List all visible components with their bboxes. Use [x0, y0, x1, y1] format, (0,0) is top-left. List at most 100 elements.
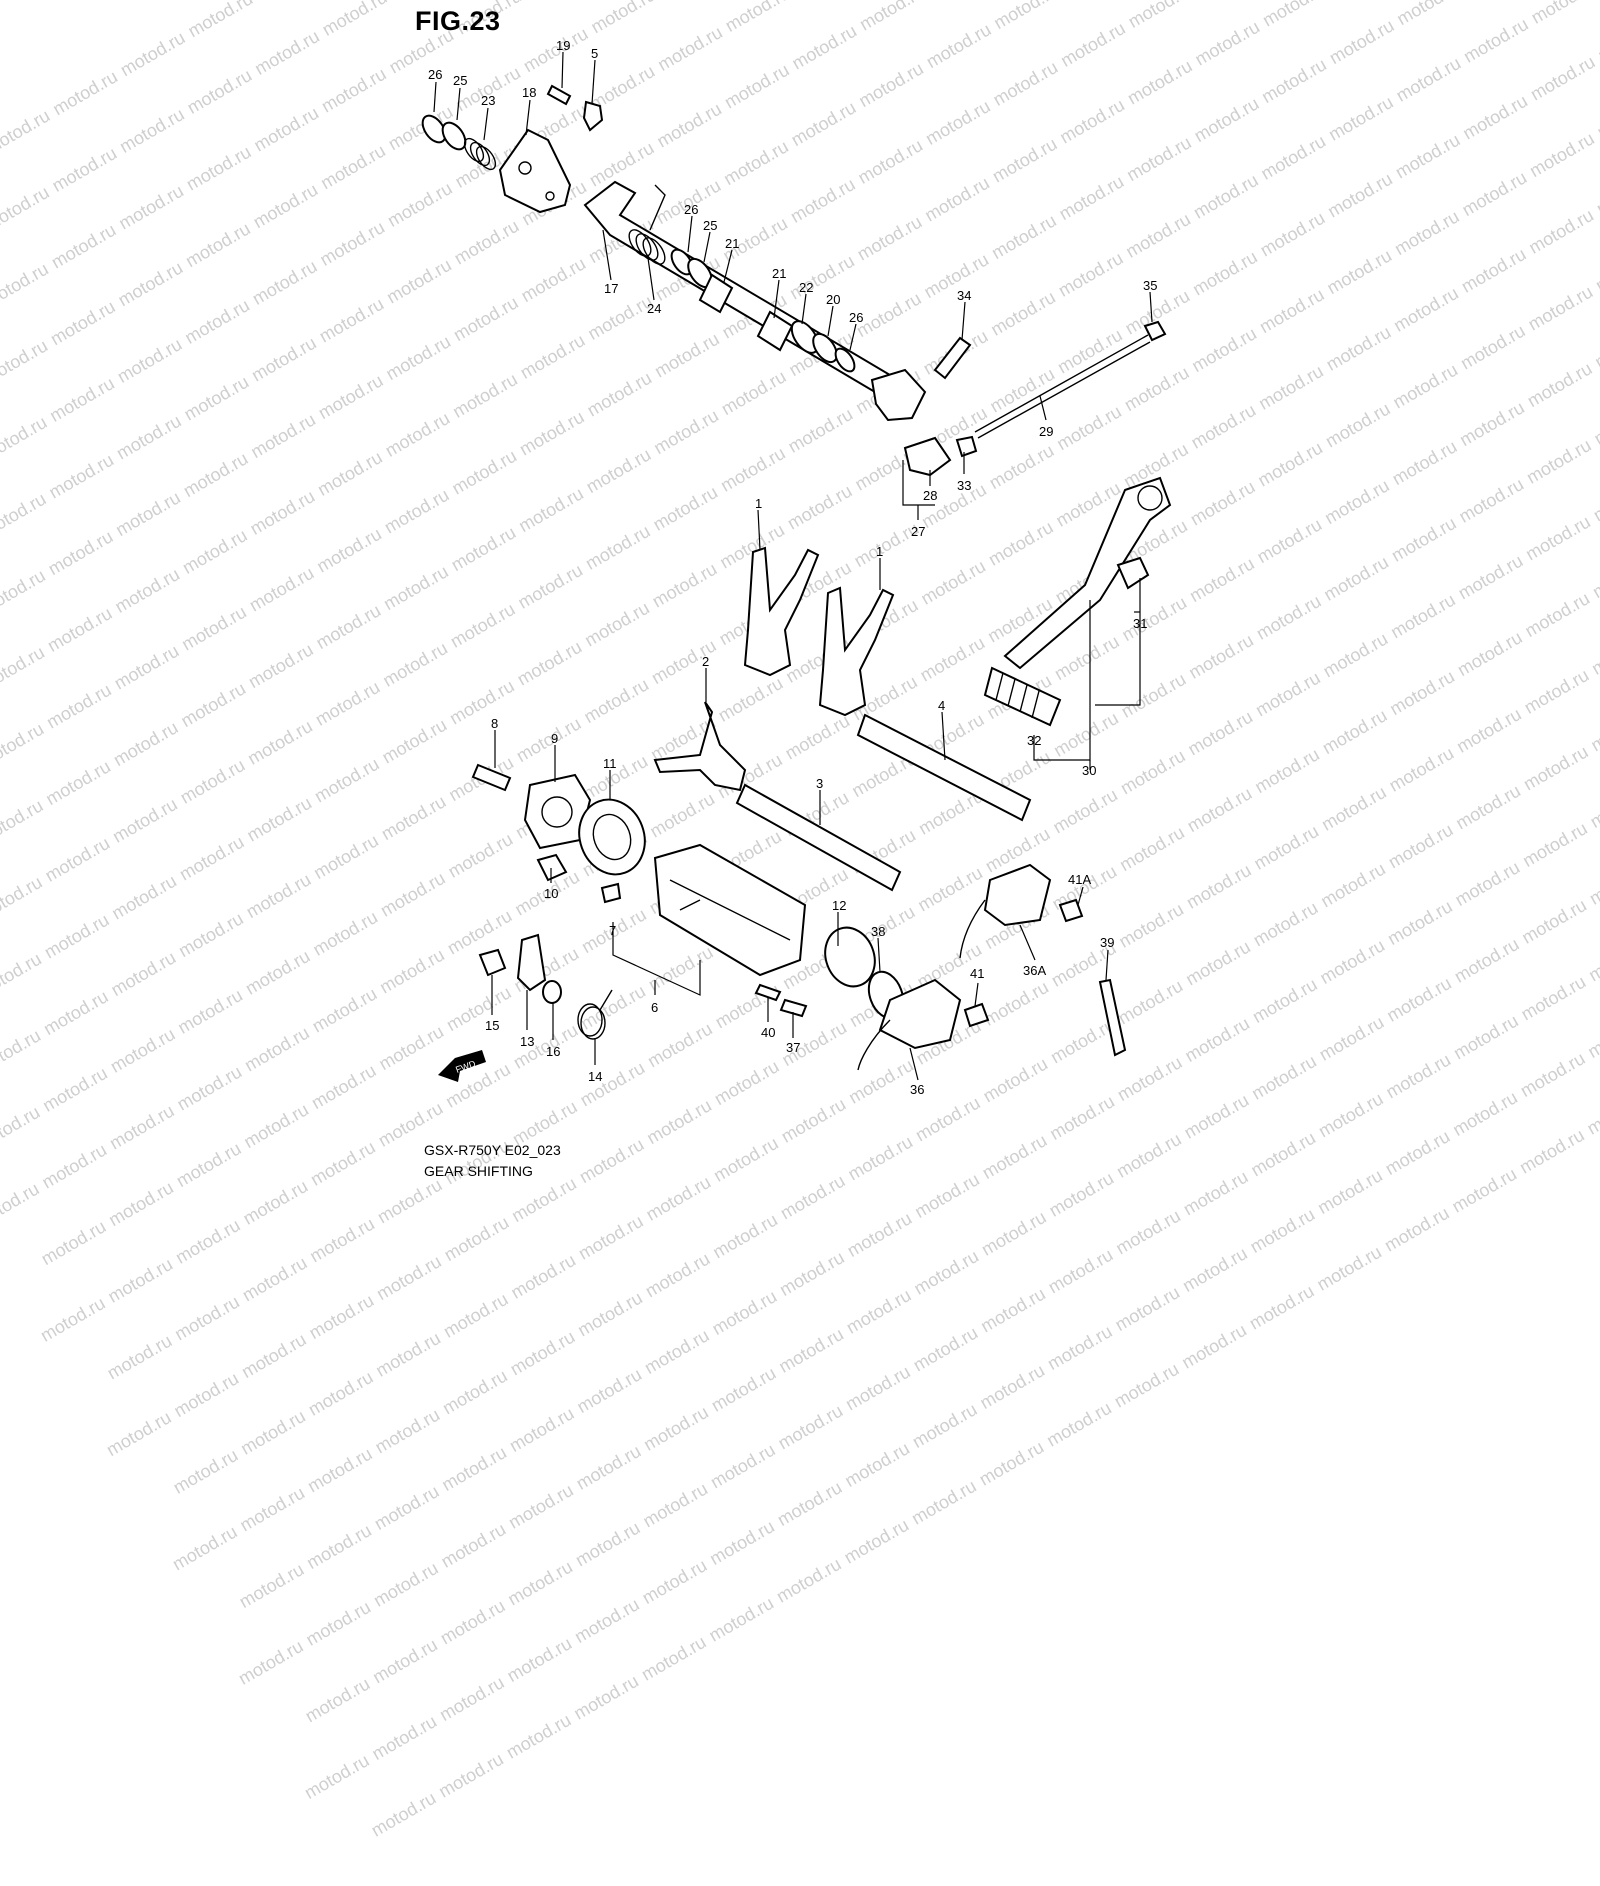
callout-36A: 36A	[1023, 963, 1046, 978]
watermark-text: motod.ru	[841, 1515, 913, 1569]
stopper-arm-13	[518, 935, 545, 990]
shift-fork-2	[655, 702, 745, 790]
callout-27: 27	[911, 524, 925, 539]
watermark-text: motod.ru	[1045, 1244, 1117, 1298]
fork-shaft-3	[737, 785, 900, 890]
watermark-text: motod.ru	[505, 1480, 577, 1534]
watermark-text: motod.ru	[574, 1288, 646, 1342]
watermark-text: motod.ru	[1381, 1203, 1453, 1257]
callout-6: 6	[651, 1000, 658, 1015]
watermark-text: motod.ru	[236, 1559, 308, 1613]
callout-28: 28	[923, 488, 937, 503]
watermark-text: motod.ru	[1043, 1398, 1115, 1452]
watermark-text: motod.ru	[571, 1594, 643, 1648]
watermark-text: motod.ru	[1044, 1321, 1116, 1375]
watermark-text: motod.ru	[372, 1405, 444, 1459]
watermark-text: motod.ru	[237, 1406, 309, 1460]
watermark-text: motod.ru	[909, 1399, 981, 1453]
callout-22: 22	[799, 280, 813, 295]
watermark-text: motod.ru	[436, 1672, 508, 1726]
callout-35: 35	[1143, 278, 1157, 293]
callout-19: 19	[556, 38, 570, 53]
callout-33: 33	[957, 478, 971, 493]
callout-14: 14	[588, 1069, 602, 1084]
watermark-text: motod.ru	[104, 1331, 176, 1385]
bolt-15	[480, 950, 505, 975]
watermark-text: motod.ru	[776, 1247, 848, 1301]
callout-24: 24	[647, 301, 661, 316]
callout-17: 17	[604, 281, 618, 296]
callout-18: 18	[522, 85, 536, 100]
watermark-text: motod.ru	[435, 1749, 507, 1803]
callout-4: 4	[938, 698, 945, 713]
shift-fork-1b	[820, 588, 893, 715]
watermark-text: motod.ru	[642, 1249, 714, 1303]
watermark-text: motod.ru	[641, 1325, 713, 1379]
callout-10: 10	[544, 886, 558, 901]
callout-5: 5	[591, 46, 598, 61]
watermark-text: motod.ru	[572, 1517, 644, 1571]
watermark-text: motod.ru	[1313, 1242, 1385, 1296]
watermark-text: motod.ru	[504, 1633, 576, 1687]
watermark-text: motod.ru	[1246, 1281, 1318, 1335]
callout-29: 29	[1039, 424, 1053, 439]
callout-20: 20	[826, 292, 840, 307]
watermark-text: motod.ru	[976, 1437, 1048, 1491]
watermark-text: motod.ru	[639, 1478, 711, 1532]
callout-21a: 21	[725, 236, 739, 251]
watermark-text: motod.ru	[368, 1788, 440, 1842]
watermark-text: motod.ru	[705, 1593, 777, 1647]
watermark-text: motod.ru	[372, 1328, 444, 1382]
callout-34: 34	[957, 288, 971, 303]
bolt-10	[538, 855, 566, 880]
spring-23	[461, 135, 499, 172]
cam-plate-18	[500, 130, 570, 212]
callout-13: 13	[520, 1034, 534, 1049]
watermark-text: motod.ru	[306, 1214, 378, 1268]
watermark-text: motod.ru	[977, 1283, 1049, 1337]
watermark-text: motod.ru	[105, 1254, 177, 1308]
fwd-arrow: FWD	[438, 1050, 486, 1082]
watermark-text: motod.ru	[169, 1522, 241, 1576]
watermark-text: motod.ru	[507, 1327, 579, 1381]
watermark-text: motod.ru	[773, 1554, 845, 1608]
watermark-text: motod.ru	[237, 1483, 309, 1537]
callout-1b: 1	[876, 544, 883, 559]
watermark-text: motod.ru	[774, 1477, 846, 1531]
watermark-text: motod.ru	[171, 1292, 243, 1346]
watermark-text: motod.ru	[170, 1445, 242, 1499]
watermark-text: motod.ru	[303, 1597, 375, 1651]
callout-8: 8	[491, 716, 498, 731]
fork-shaft-4	[858, 715, 1030, 820]
watermark-text: motod.ru	[302, 1673, 374, 1727]
shift-drum-assembly	[473, 765, 1125, 1070]
callout-11: 11	[603, 756, 617, 771]
watermark-text: motod.ru	[437, 1595, 509, 1649]
watermark-text: motod.ru	[438, 1442, 510, 1496]
watermark-text: motod.ru	[369, 1634, 441, 1688]
rod-end-28	[905, 438, 950, 475]
watermark-text: motod.ru	[639, 1555, 711, 1609]
callout-7: 7	[609, 923, 616, 938]
watermark-text: motod.ru	[978, 1207, 1050, 1261]
watermark-text: motod.ru	[301, 1750, 373, 1804]
shift-pedal-assembly	[985, 478, 1170, 725]
watermark-text: motod.ru	[504, 1556, 576, 1610]
watermark-text: motod.ru	[640, 1402, 712, 1456]
watermark-text: motod.ru	[908, 1476, 980, 1530]
watermark-text: motod.ru	[1112, 1282, 1184, 1336]
callout-26c: 26	[849, 310, 863, 325]
watermark-text: motod.ru	[439, 1366, 511, 1420]
watermark-text: motod.ru	[103, 1407, 175, 1461]
watermark-text: motod.ru	[775, 1324, 847, 1378]
watermark-text: motod.ru	[303, 1520, 375, 1574]
watermark-text: motod.ru	[910, 1322, 982, 1376]
watermark-text: motod.ru	[1111, 1359, 1183, 1413]
watermark-text: motod.ru	[304, 1444, 376, 1498]
watermark-text: motod.ru	[570, 1671, 642, 1725]
callout-40: 40	[761, 1025, 775, 1040]
callout-26a: 26	[428, 67, 442, 82]
watermark-text: motod.ru	[844, 1208, 916, 1262]
watermark-text: motod.ru	[575, 1211, 647, 1265]
